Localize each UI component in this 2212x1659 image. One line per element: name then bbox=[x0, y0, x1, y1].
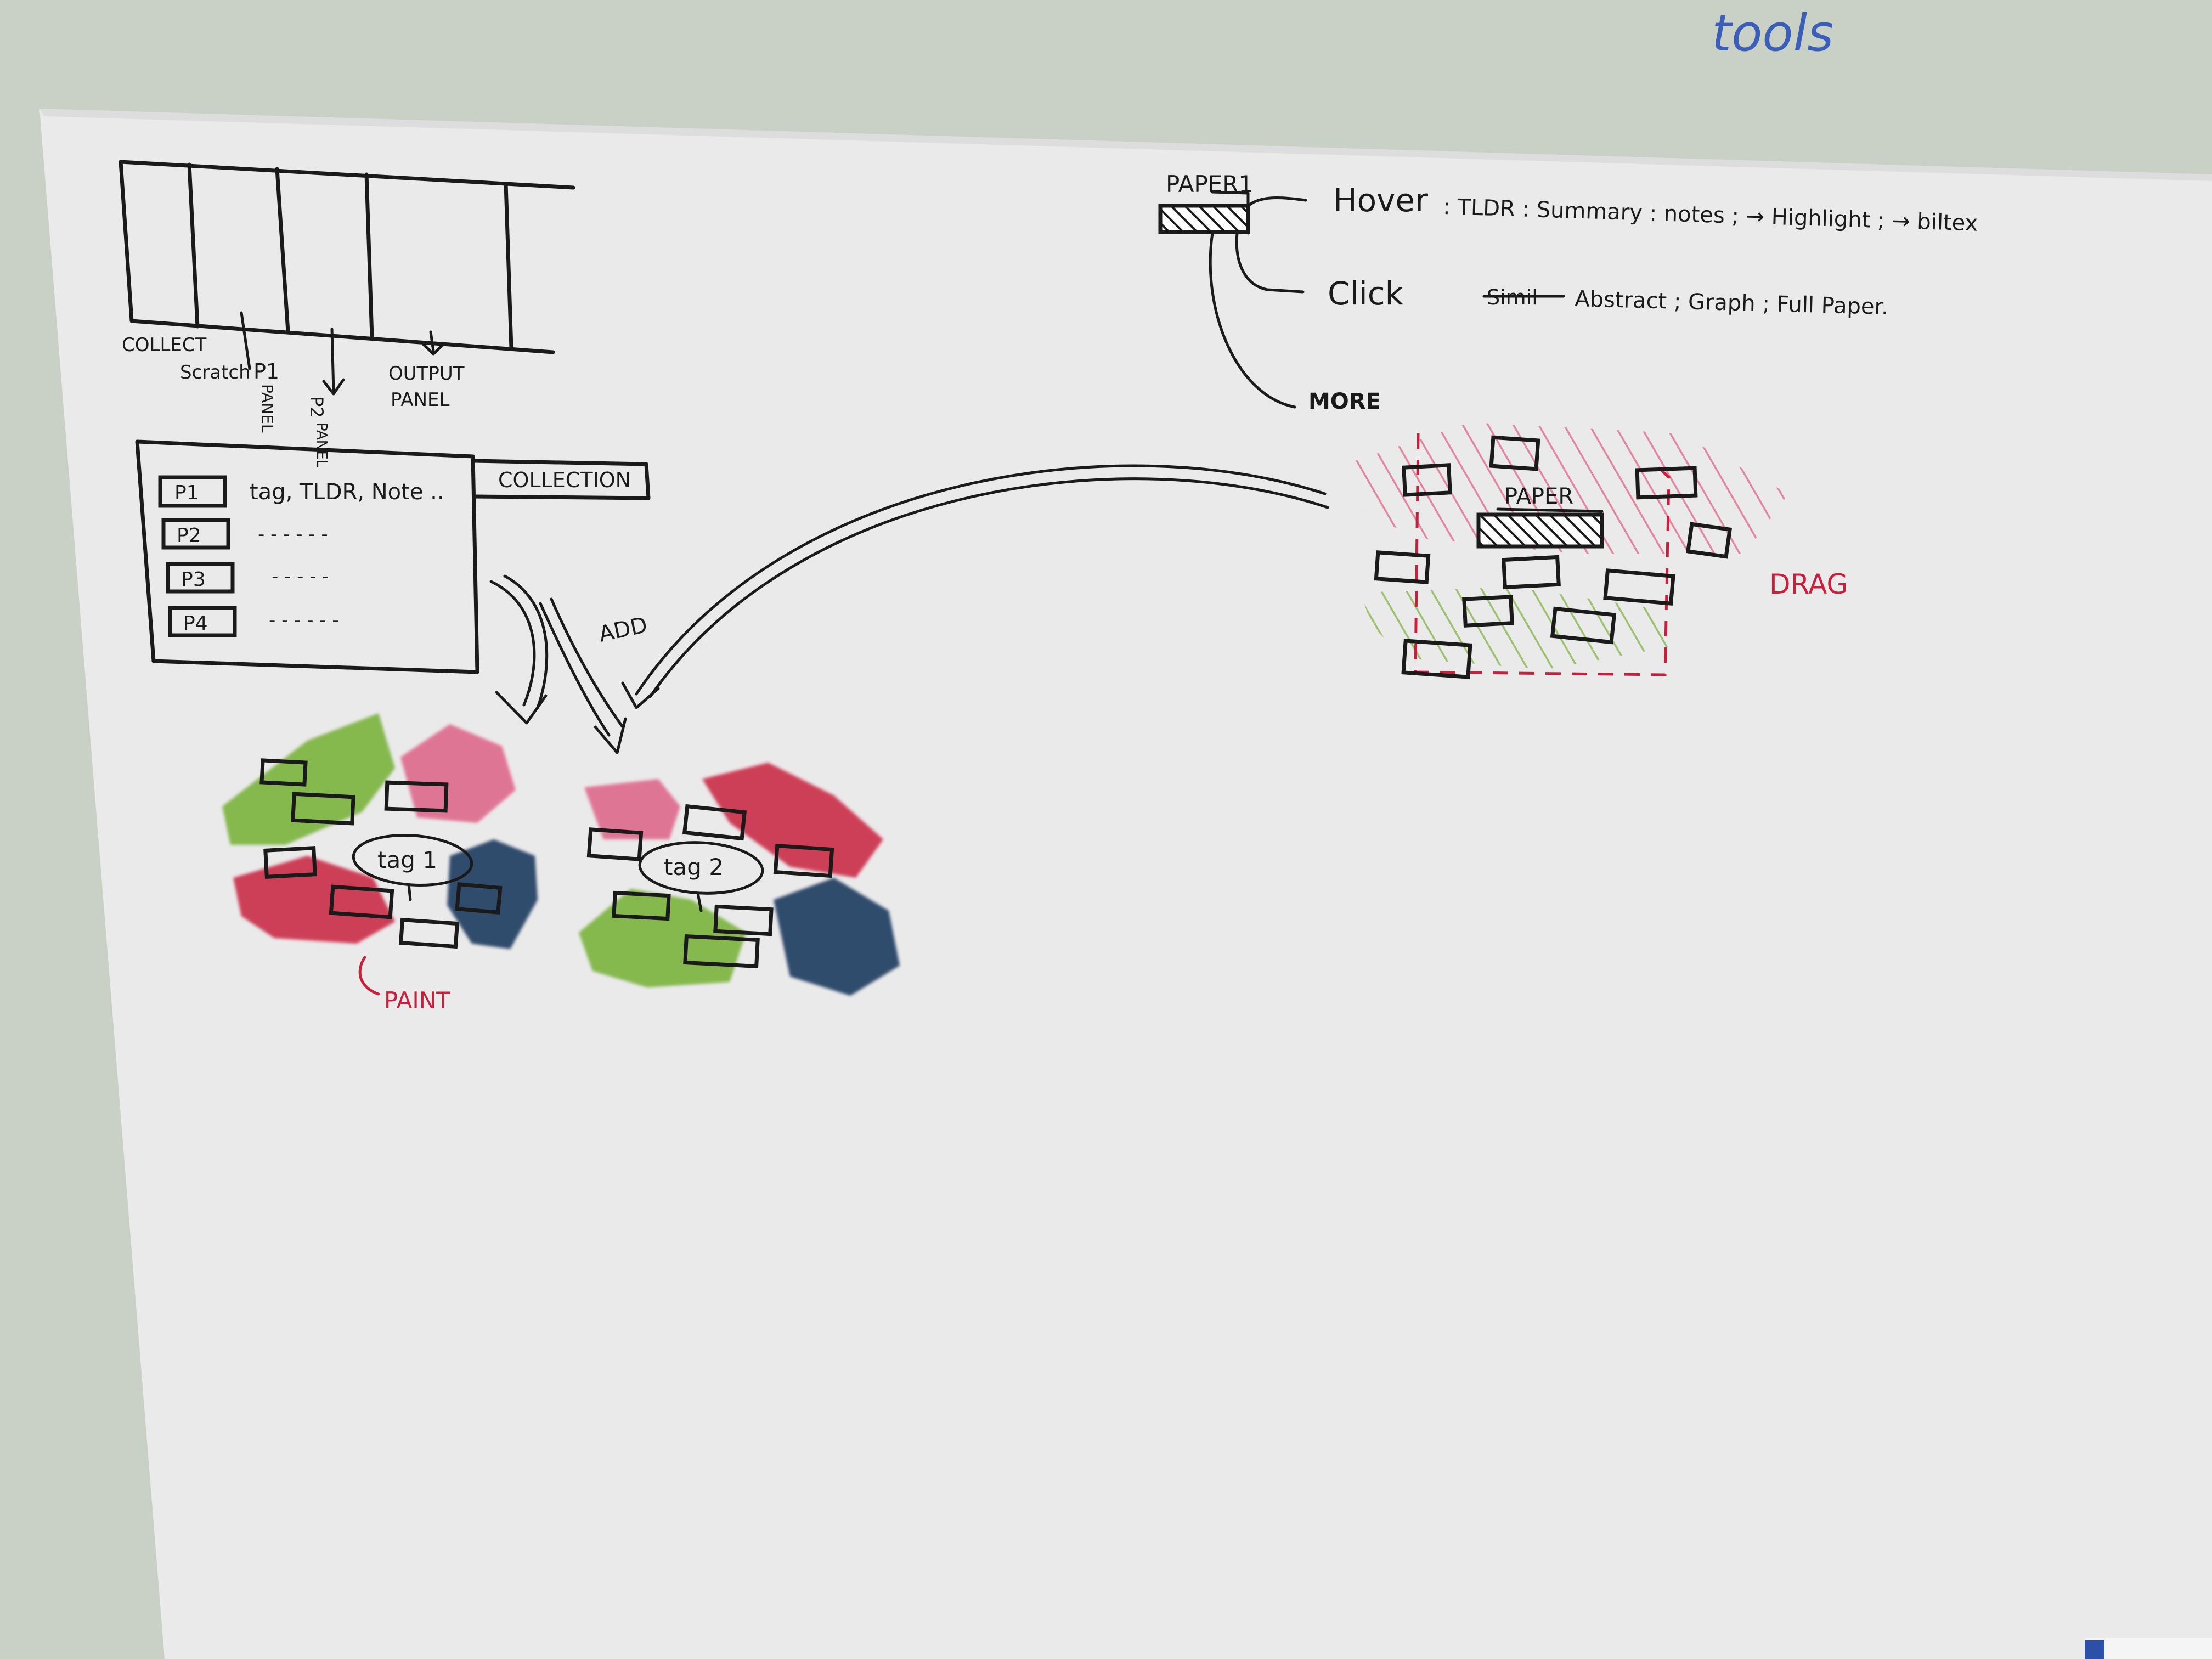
label-scratch: Scratch bbox=[180, 362, 251, 383]
label-p2: P2 bbox=[306, 396, 327, 418]
label-collect: COLLECT bbox=[122, 334, 207, 356]
collection-row-id: P3 bbox=[181, 568, 206, 591]
collection-panel: COLLECTION P1 tag, TLDR, Note .. P2 - - … bbox=[135, 439, 651, 674]
click-label: Click bbox=[1328, 275, 1404, 312]
label-p1-panel: PANEL bbox=[258, 384, 276, 433]
marker-band bbox=[2085, 1640, 2104, 1659]
drag-paper-label: PAPER bbox=[1504, 484, 1573, 509]
label-p2-panel: PANEL bbox=[313, 422, 330, 468]
tag1-label: tag 1 bbox=[377, 847, 437, 873]
drag-paper-hatched-box bbox=[1476, 512, 1604, 549]
collection-row-detail: - - - - - bbox=[272, 566, 329, 588]
drag-label: DRAG bbox=[1769, 568, 1848, 600]
collection-row-id: P1 bbox=[174, 482, 199, 504]
more-label: MORE bbox=[1308, 389, 1381, 414]
tag2-cluster: tag 2 bbox=[579, 763, 900, 996]
collection-row-detail: - - - - - - bbox=[269, 610, 339, 631]
label-p1: P1 bbox=[253, 359, 279, 383]
label-output-panel: PANEL bbox=[391, 389, 450, 411]
hover-label: Hover bbox=[1333, 182, 1428, 219]
collection-title: COLLECTION bbox=[498, 468, 631, 492]
add-arrows: ADD bbox=[489, 464, 1329, 754]
collection-row-detail: tag, TLDR, Note .. bbox=[250, 479, 444, 505]
tag1-cluster: tag 1 PAINT bbox=[222, 713, 538, 1014]
collection-row-detail: - - - - - - bbox=[258, 523, 328, 545]
collection-row-id: P4 bbox=[183, 612, 208, 635]
label-output: OUTPUT bbox=[388, 363, 465, 385]
wall-label-tools: tools bbox=[1712, 4, 1833, 63]
drag-area: PAPER DRAG bbox=[1355, 422, 1848, 679]
paper-shadow bbox=[40, 109, 2212, 181]
paper1-hatched-box bbox=[1158, 204, 1250, 234]
paint-label: PAINT bbox=[384, 987, 450, 1014]
collection-row-id: P2 bbox=[177, 524, 201, 547]
tag2-label: tag 2 bbox=[664, 854, 724, 881]
marker-cap bbox=[2085, 1638, 2212, 1659]
layout-sketch: COLLECT Scratch P1 PANEL P2 PANEL OUTPUT… bbox=[119, 160, 575, 468]
